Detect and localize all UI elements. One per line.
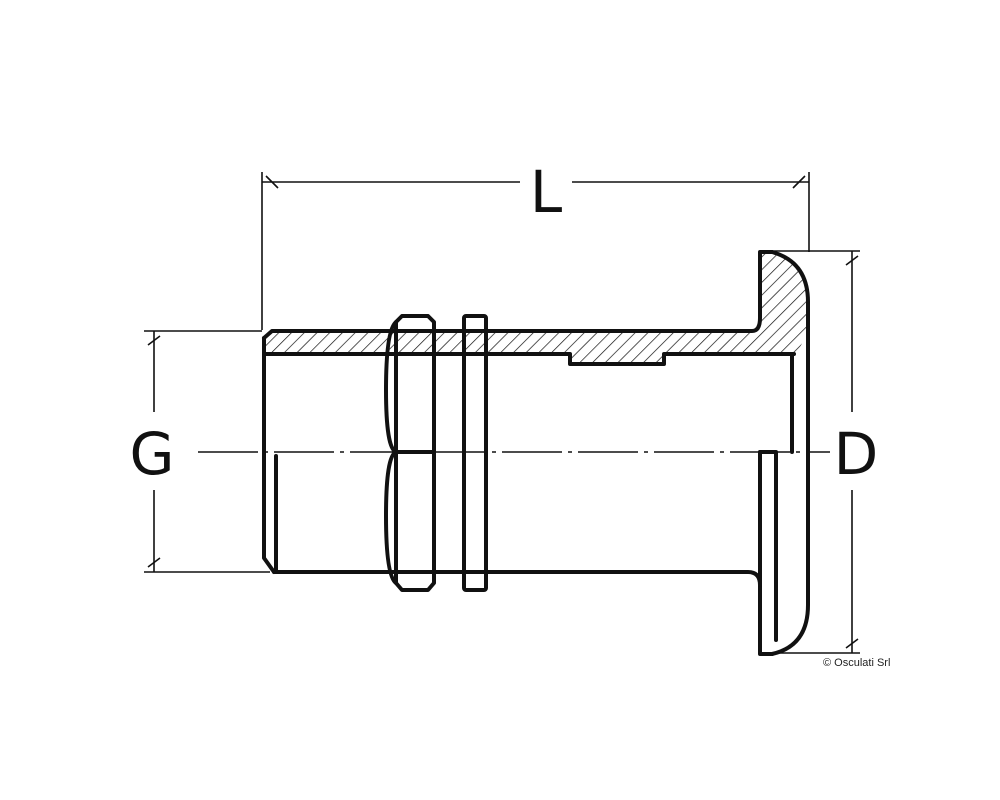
flange-head <box>758 250 810 656</box>
flange-inner-bottom <box>758 450 778 642</box>
label-l: L <box>530 158 562 226</box>
label-g: G <box>130 420 175 488</box>
label-d: D <box>834 420 879 488</box>
body-left-end <box>262 336 276 574</box>
bore-top-line <box>262 352 796 366</box>
threaded-body <box>262 250 796 656</box>
hex-nut <box>384 314 436 592</box>
tick-marks-d <box>845 255 859 649</box>
section-hatching <box>264 252 808 364</box>
flange-outer-curve <box>770 250 810 656</box>
dimension-d: D <box>770 250 879 654</box>
washer-body <box>462 314 488 592</box>
tick-marks-l <box>265 175 806 189</box>
nut-body <box>394 314 436 592</box>
dimension-g: G <box>130 330 270 573</box>
body-top-edge <box>262 250 774 340</box>
copyright-credit: © Osculati Srl <box>823 657 890 669</box>
section-cut <box>264 252 808 364</box>
washer <box>462 314 488 592</box>
dimension-l: L <box>261 158 810 330</box>
body-bottom-edge <box>272 570 774 656</box>
tick-marks-g <box>147 335 161 568</box>
